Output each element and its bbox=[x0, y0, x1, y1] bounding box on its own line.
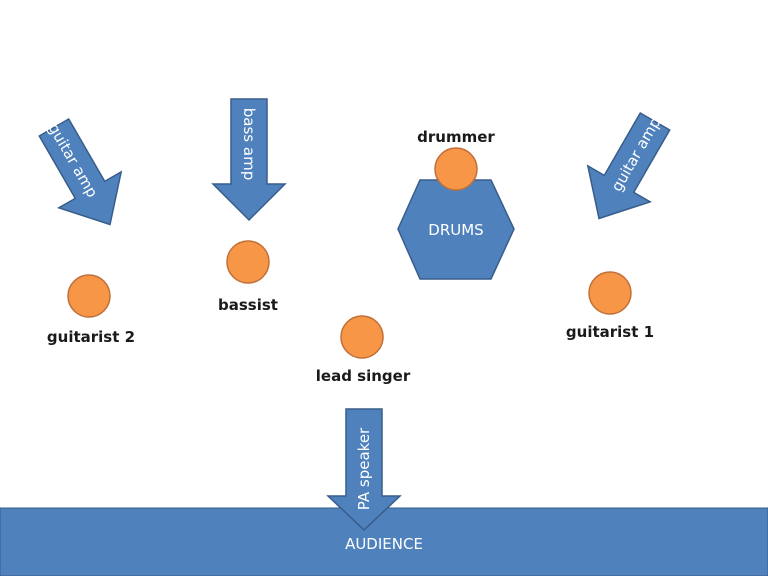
arrow-icon bbox=[586, 111, 671, 220]
guitar-amp-right-arrow: guitar amp bbox=[586, 111, 671, 220]
arrow-icon bbox=[38, 117, 123, 226]
drummer-person-icon bbox=[434, 147, 478, 191]
bassist-person-icon bbox=[226, 240, 270, 284]
guitarist-2-person-icon bbox=[67, 274, 111, 318]
pa-speaker-arrow: PA speaker bbox=[326, 408, 402, 532]
lead-singer-person-icon bbox=[340, 315, 384, 359]
guitar-amp-left-arrow: guitar amp bbox=[38, 117, 123, 226]
guitarist-1-person-icon bbox=[588, 271, 632, 315]
drums-hexagon bbox=[397, 179, 515, 280]
bassist-label: bassist bbox=[218, 296, 278, 314]
pa-speaker-label: PA speaker bbox=[355, 427, 373, 510]
drums-label: DRUMS bbox=[428, 221, 483, 239]
audience-label: AUDIENCE bbox=[345, 535, 423, 553]
guitarist-1-label: guitarist 1 bbox=[565, 323, 655, 341]
arrow-icon bbox=[211, 98, 287, 222]
drums-kit: DRUMS bbox=[397, 179, 515, 280]
bass-amp-label: bass amp bbox=[240, 108, 258, 180]
lead-singer-label: lead singer bbox=[315, 367, 411, 385]
bass-amp-arrow: bass amp bbox=[211, 98, 287, 222]
guitarist-2-label: guitarist 2 bbox=[46, 328, 136, 346]
drummer-label: drummer bbox=[417, 128, 495, 146]
arrow-icon bbox=[326, 408, 402, 532]
